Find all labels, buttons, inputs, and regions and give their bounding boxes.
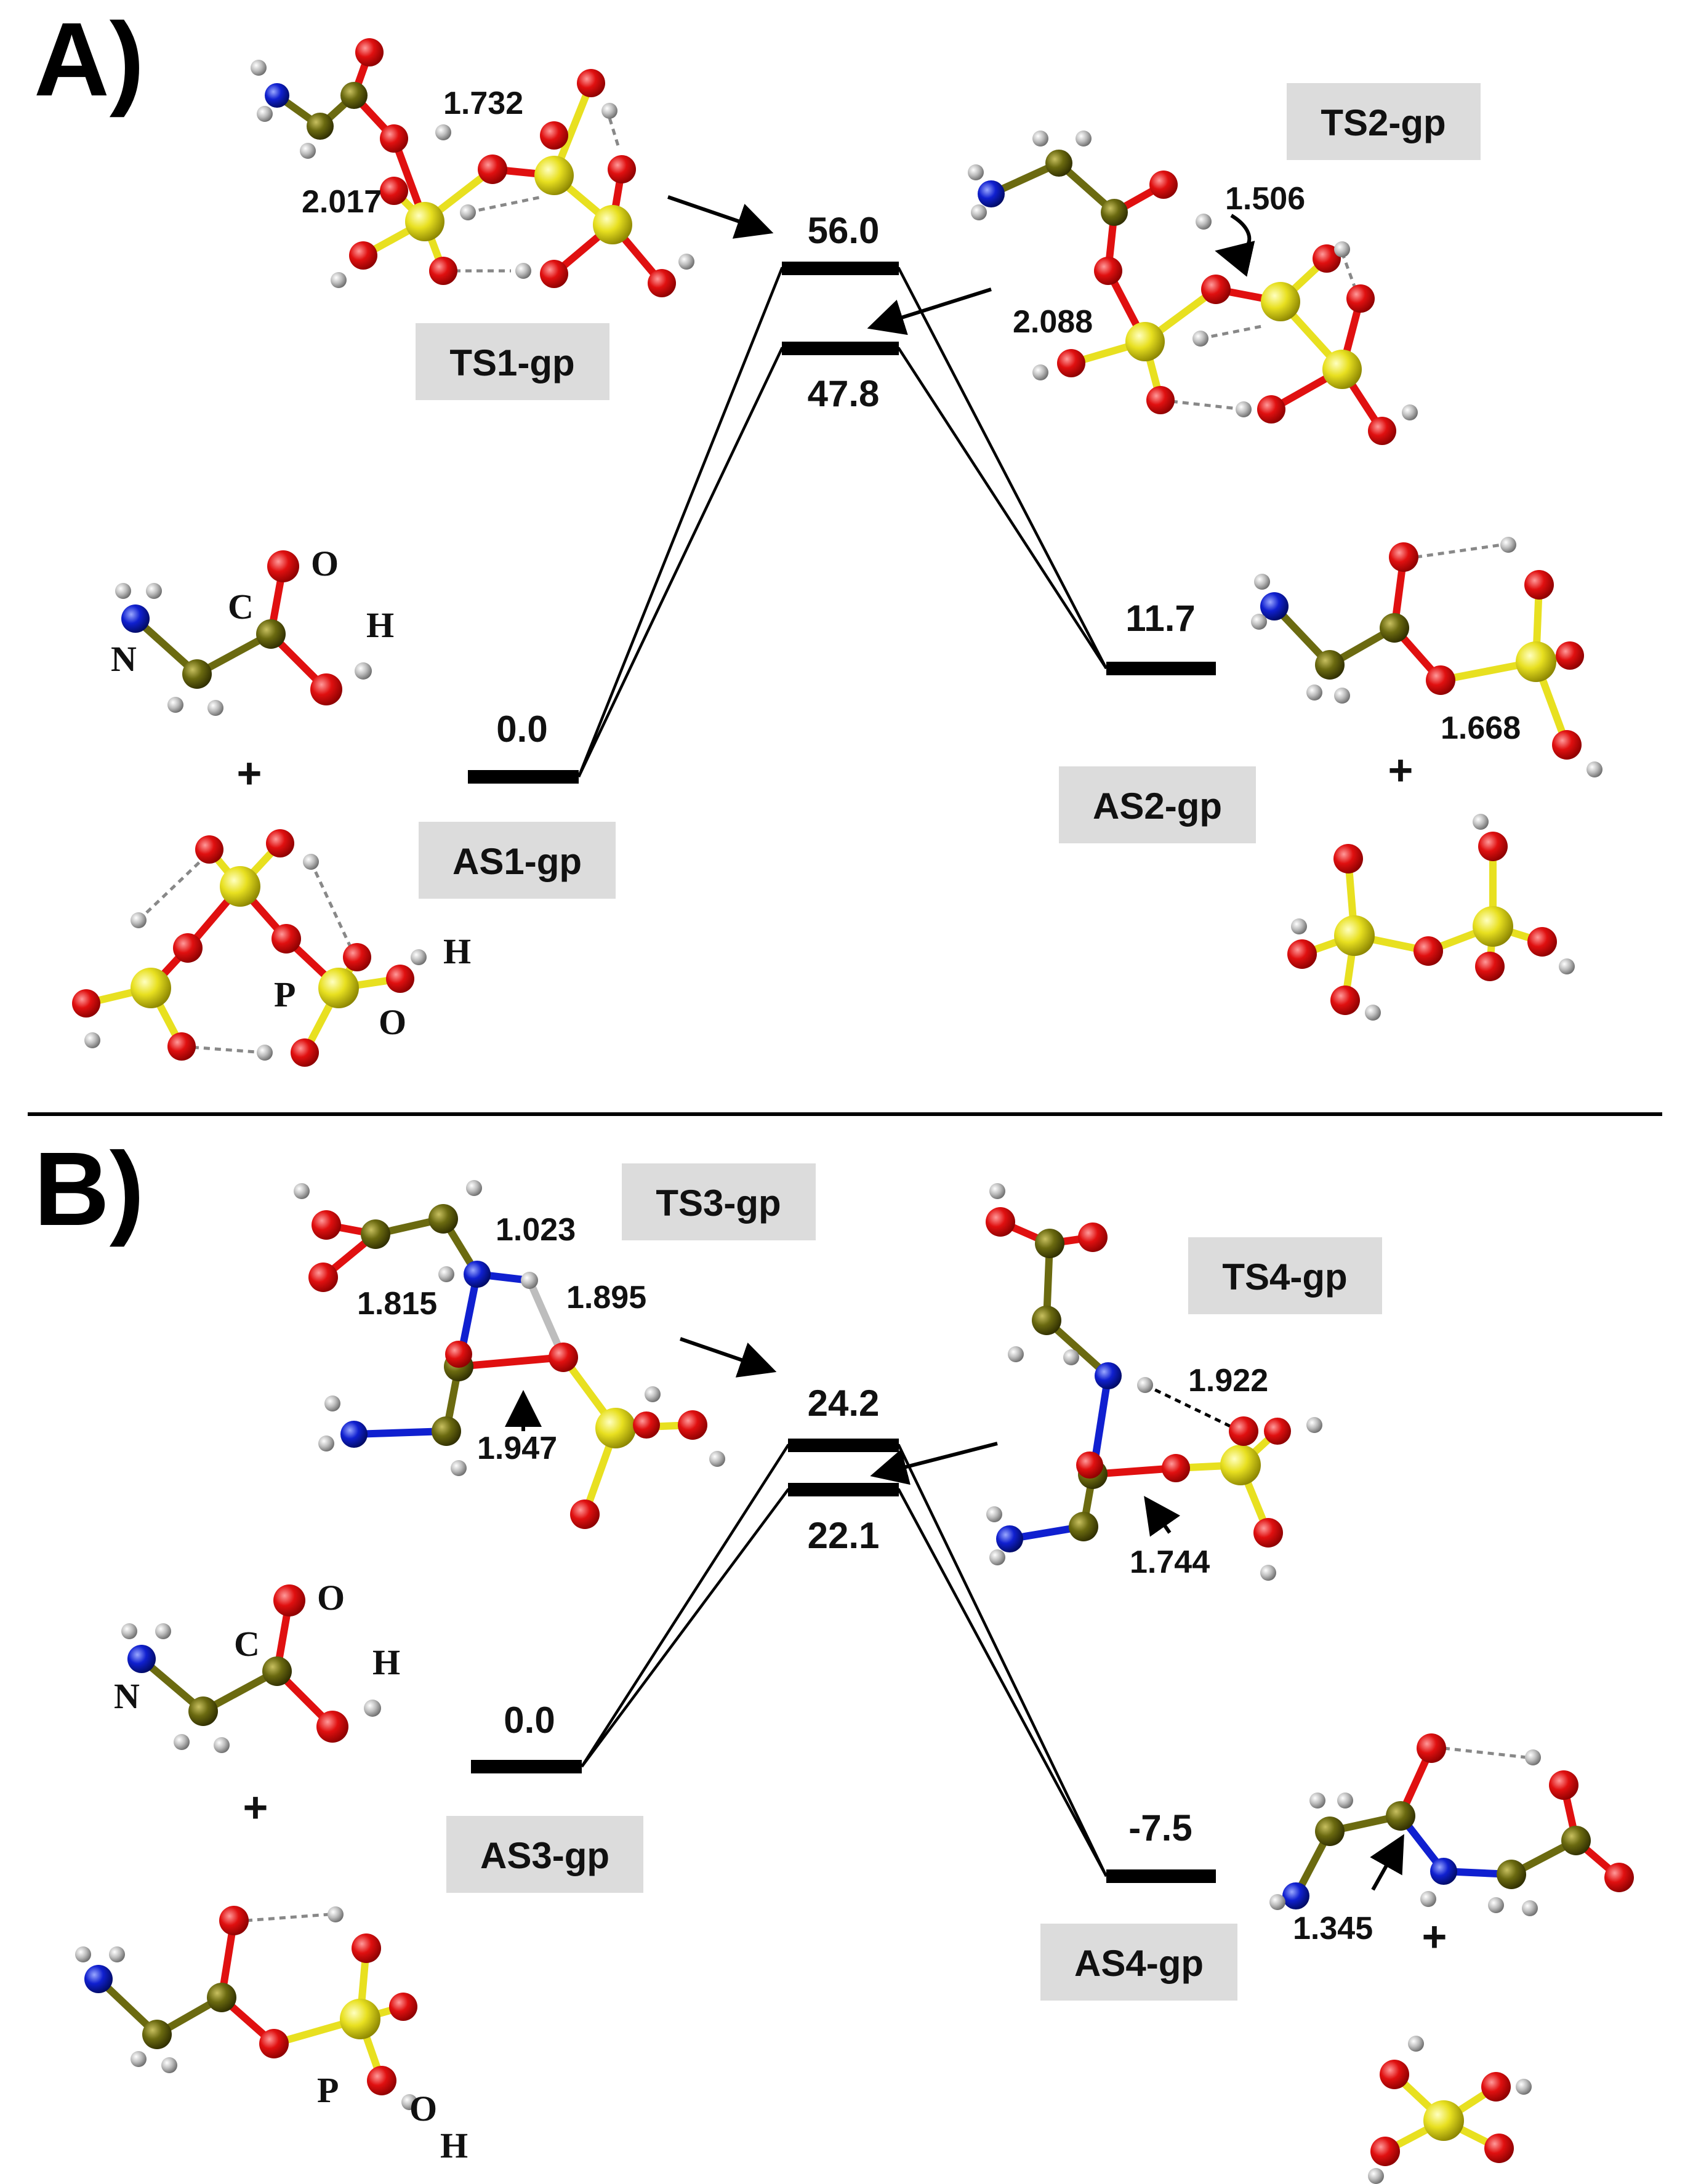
dist-ts1-b: 2.017 bbox=[302, 184, 382, 220]
molecule-as4-phosphoric-acid bbox=[1368, 2036, 1532, 2184]
label-as3-text: AS3-gp bbox=[480, 1835, 609, 1876]
atom-label-p-b: P bbox=[317, 2070, 339, 2110]
atom-label-h2: H bbox=[443, 931, 471, 971]
arrow-ts3 bbox=[680, 1337, 777, 1378]
molecule-glycine-b: O C H N bbox=[114, 1578, 400, 1753]
atom-label-p: P bbox=[274, 974, 296, 1014]
dist-ts3-a: 1.023 bbox=[496, 1212, 576, 1248]
label-as2: AS2-gp bbox=[1059, 766, 1256, 843]
label-ts3-text: TS3-gp bbox=[656, 1182, 781, 1224]
panel-b-tag: B) bbox=[34, 1131, 144, 1248]
atom-label-n: N bbox=[111, 639, 137, 679]
panel-b: B) 24.2 22.1 0.0 -7.5 TS3-gp TS4-gp AS3-… bbox=[34, 1131, 1634, 2184]
atom-label-h-b: H bbox=[372, 1642, 400, 1682]
molecule-ts3: 1.023 1.815 1.895 1.947 bbox=[294, 1180, 725, 1529]
label-ts2: TS2-gp bbox=[1287, 83, 1481, 160]
atom-label-o: O bbox=[311, 544, 339, 584]
dist-ts4-b: 1.744 bbox=[1130, 1544, 1210, 1580]
dist-ts4-a: 1.922 bbox=[1188, 1363, 1268, 1399]
atom-label-o2-b: O bbox=[409, 2089, 437, 2129]
energy-as1: 0.0 bbox=[496, 709, 547, 750]
atom-label-h2-b: H bbox=[440, 2126, 468, 2166]
energy-as2: 11.7 bbox=[1125, 598, 1195, 639]
dist-ts3-b: 1.815 bbox=[357, 1286, 437, 1322]
atom-label-n-b: N bbox=[114, 1676, 140, 1716]
arrow-ts4 bbox=[870, 1442, 998, 1485]
atom-label-h: H bbox=[366, 605, 394, 645]
energy-ts4: 22.1 bbox=[808, 1515, 880, 1556]
label-as1-text: AS1-gp bbox=[452, 841, 582, 882]
dist-ts2-a: 1.506 bbox=[1225, 181, 1305, 217]
molecule-acylphosphate-b: P O H bbox=[75, 1906, 468, 2166]
molecule-glycine-a: O C H N bbox=[111, 544, 394, 716]
atom-label-c: C bbox=[228, 587, 254, 627]
molecule-ts4: 1.922 1.744 bbox=[986, 1183, 1322, 1581]
label-ts3: TS3-gp bbox=[622, 1163, 816, 1240]
label-as3: AS3-gp bbox=[446, 1816, 643, 1893]
label-ts4: TS4-gp bbox=[1188, 1237, 1382, 1314]
label-ts1-text: TS1-gp bbox=[449, 342, 574, 383]
atom-label-o-b: O bbox=[317, 1578, 345, 1618]
dist-ts3-d: 1.947 bbox=[477, 1431, 557, 1466]
plus-left-a: + bbox=[237, 749, 262, 797]
molecule-phosphate-a: P O H bbox=[72, 829, 471, 1067]
molecule-ts2: 1.506 2.088 bbox=[968, 130, 1418, 445]
dist-as4-a: 1.345 bbox=[1293, 1911, 1373, 1946]
energy-as3: 0.0 bbox=[504, 1700, 555, 1741]
label-as2-text: AS2-gp bbox=[1093, 785, 1222, 827]
plus-right-b: + bbox=[1422, 1913, 1447, 1961]
molecule-as4-dipeptide: 1.345 bbox=[1269, 1733, 1634, 1946]
energy-ts2: 47.8 bbox=[808, 373, 880, 414]
dist-ts2-b: 2.088 bbox=[1013, 304, 1093, 340]
energy-ts3: 24.2 bbox=[808, 1383, 880, 1424]
atom-label-o2: O bbox=[379, 1002, 406, 1042]
molecule-ts1: 1.732 2.017 bbox=[251, 38, 694, 297]
label-as4-text: AS4-gp bbox=[1074, 1943, 1204, 1984]
arrow-ts2 bbox=[867, 287, 992, 335]
arrow-ts1 bbox=[667, 195, 774, 239]
panel-a: A) 56.0 47.8 0.0 11.7 TS1-gp TS2-gp AS1-… bbox=[34, 1, 1602, 1067]
dist-ts1-a: 1.732 bbox=[443, 86, 523, 121]
energy-as4: -7.5 bbox=[1128, 1807, 1192, 1849]
plus-left-b: + bbox=[243, 1783, 268, 1831]
label-as1: AS1-gp bbox=[419, 822, 616, 899]
label-as4: AS4-gp bbox=[1040, 1924, 1237, 2001]
molecule-as2-pyrophosphate bbox=[1287, 814, 1575, 1021]
plus-right-a: + bbox=[1388, 746, 1413, 794]
dist-ts3-c: 1.895 bbox=[566, 1280, 646, 1315]
label-ts1: TS1-gp bbox=[416, 323, 609, 400]
label-ts2-text: TS2-gp bbox=[1321, 102, 1446, 143]
molecule-as2-acylphosphate: 1.668 bbox=[1251, 537, 1602, 777]
panel-a-tag: A) bbox=[34, 1, 144, 118]
atom-label-c-b: C bbox=[234, 1624, 260, 1664]
label-ts4-text: TS4-gp bbox=[1222, 1256, 1347, 1298]
energy-ts1: 56.0 bbox=[808, 210, 880, 251]
dist-as2-a: 1.668 bbox=[1441, 710, 1521, 746]
